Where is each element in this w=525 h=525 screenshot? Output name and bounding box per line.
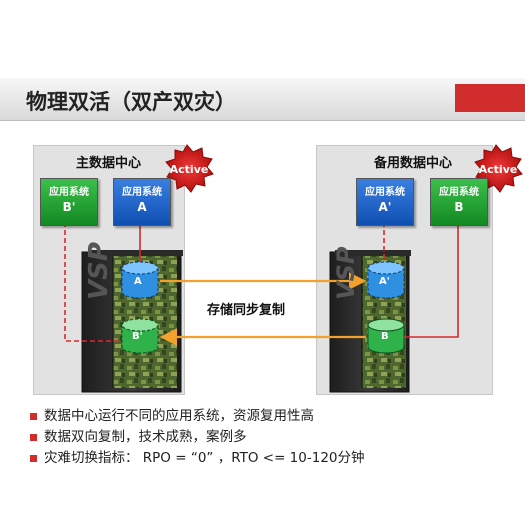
backup-datacenter-title: 备用数据中心	[374, 156, 453, 171]
primary-volume-b-prime-label: B'	[132, 331, 143, 342]
page-title: 物理双活（双产双灾）	[26, 90, 236, 114]
primary-app-b-prime: 应用系统 B'	[40, 178, 98, 226]
app-label: 应用系统	[122, 187, 162, 198]
bullet-item: 数据中心运行不同的应用系统，资源复用性高	[26, 406, 365, 427]
app-label: 应用系统	[365, 187, 405, 198]
primary-connectors	[64, 222, 141, 342]
app-label: 应用系统	[439, 187, 479, 198]
backup-volume-a-prime-label: A'	[379, 276, 390, 287]
backup-app-a-prime: 应用系统 A'	[356, 178, 414, 226]
sync-replication-label: 存储同步复制	[207, 303, 286, 318]
primary-active-label: Active	[169, 163, 209, 176]
primary-volume-a-label: A	[134, 276, 142, 287]
bullet-item: 灾难切换指标： RPO = “0” ，RTO <= 10-120分钟	[26, 448, 365, 469]
bullet-text: 灾难切换指标： RPO = “0” ，RTO <= 10-120分钟	[44, 450, 365, 466]
app-label: 应用系统	[49, 187, 89, 198]
backup-volume-b	[367, 318, 405, 354]
app-id: A'	[378, 200, 392, 214]
primary-rack-logo: VSP	[84, 242, 114, 300]
primary-app-a: 应用系统 A	[113, 178, 171, 226]
sync-replication-arrows	[159, 272, 367, 346]
backup-connectors	[383, 222, 459, 338]
bullet-marker-icon	[30, 455, 37, 462]
title-accent-bar	[455, 84, 525, 112]
bullet-text: 数据双向复制，技术成熟，案例多	[44, 429, 247, 445]
app-id: B'	[62, 200, 76, 214]
title-bar: 物理双活（双产双灾）	[0, 78, 525, 121]
primary-datacenter-title: 主数据中心	[76, 156, 142, 171]
backup-app-b: 应用系统 B	[430, 178, 488, 226]
app-id: B	[454, 200, 464, 214]
backup-rack-logo: VSP	[332, 246, 360, 300]
backup-volume-a-prime	[367, 261, 405, 299]
bullet-text: 数据中心运行不同的应用系统，资源复用性高	[44, 408, 314, 424]
bullet-marker-icon	[30, 434, 37, 441]
app-id: A	[137, 200, 147, 214]
bullet-item: 数据双向复制，技术成熟，案例多	[26, 427, 365, 448]
backup-volume-b-label: B	[381, 331, 389, 342]
primary-volume-a	[121, 261, 159, 299]
primary-volume-b-prime	[121, 318, 159, 354]
bullet-list: 数据中心运行不同的应用系统，资源复用性高 数据双向复制，技术成熟，案例多 灾难切…	[26, 406, 365, 469]
primary-active-burst	[165, 144, 214, 193]
backup-active-label: Active	[478, 163, 518, 176]
bullet-marker-icon	[30, 413, 37, 420]
